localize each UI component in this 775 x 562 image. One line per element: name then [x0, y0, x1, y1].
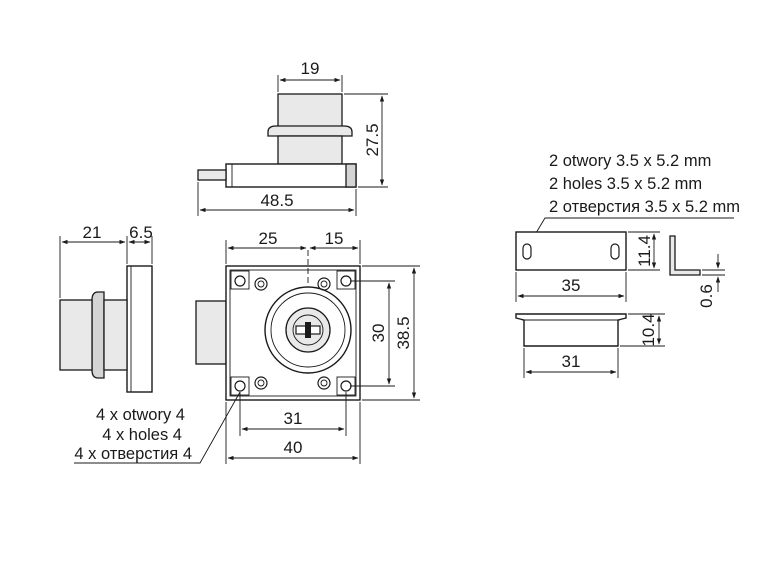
- screw-icon: [254, 376, 268, 390]
- strike-plate-bottom: [515, 313, 627, 347]
- top-view-body: [225, 163, 357, 188]
- dim-11-4-label: 11.4: [635, 235, 654, 267]
- top-view-bolt: [197, 169, 227, 181]
- dim-6-5-label: 6.5: [129, 223, 153, 242]
- screw-icon: [317, 376, 331, 390]
- top-view-neck: [277, 135, 343, 165]
- dim-27-5-label: 27.5: [363, 123, 382, 156]
- dim-21-label: 21: [83, 223, 102, 242]
- front-view-cylinder-outer: [264, 286, 352, 374]
- dim-25-label: 25: [259, 229, 278, 248]
- dim-38-5-label: 38.5: [394, 316, 413, 349]
- dim-19-label: 19: [301, 59, 320, 78]
- holes-leader-line: [74, 391, 241, 464]
- strike-hole-right: [610, 243, 620, 260]
- side-view-neck: [103, 299, 128, 371]
- corner-hole-tl: [230, 270, 250, 290]
- top-view-plate-edge: [345, 163, 357, 188]
- strike-hole-left: [522, 243, 532, 260]
- side-view: 21 6.5: [59, 223, 153, 393]
- dim-10-4-label: 10.4: [639, 313, 658, 346]
- strike-note-pl: 2 otwory 3.5 x 5.2 mm: [549, 152, 711, 170]
- holes-note-en: 4 x holes 4: [102, 426, 182, 444]
- strike-plate-face: [515, 231, 627, 271]
- dim-31b-label: 31: [562, 352, 581, 371]
- holes-note-pl: 4 x otwory 4: [96, 406, 185, 424]
- side-view-flange: [91, 291, 105, 379]
- screw-icon: [254, 277, 268, 291]
- dim-48-5-label: 48.5: [260, 191, 293, 210]
- dim-15-label: 15: [325, 229, 344, 248]
- dim-0-6-label: 0.6: [697, 284, 716, 308]
- top-view-head: [277, 93, 343, 131]
- dim-31-label: 31: [284, 409, 303, 428]
- keyhole-icon: [295, 322, 321, 338]
- dim-30-label: 30: [369, 324, 388, 343]
- strike-note-en: 2 holes 3.5 x 5.2 mm: [549, 175, 702, 193]
- top-view-flange: [267, 125, 353, 137]
- front-view-bolt: [195, 300, 227, 365]
- holes-note-ru: 4 x отверстия 4: [74, 445, 192, 463]
- top-view: 19 27.5 48.5: [197, 59, 388, 216]
- strike-plate: 2 otwory 3.5 x 5.2 mm 2 holes 3.5 x 5.2 …: [515, 152, 740, 378]
- dim-40-label: 40: [284, 438, 303, 457]
- front-view: 25 15 30 38.5 31 40 4 x otwory 4 4 x hol…: [74, 229, 420, 464]
- dim-35-label: 35: [562, 276, 581, 295]
- strike-plate-profile: [669, 235, 701, 276]
- side-view-head: [59, 299, 93, 371]
- strike-note-ru: 2 отверстия 3.5 x 5.2 mm: [549, 198, 740, 216]
